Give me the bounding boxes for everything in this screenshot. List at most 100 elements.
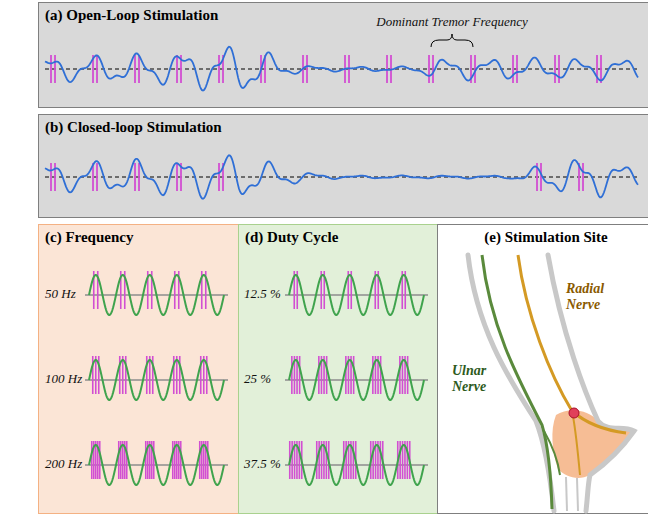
panel-frequency: (c) Frequency 50 Hz 100 Hz 200 Hz (38, 224, 242, 514)
stimulation-pulse (203, 356, 205, 394)
stimulation-pulse (153, 441, 155, 479)
stimulation-pulse (199, 441, 201, 479)
stimulation-pulse (54, 55, 56, 83)
stimulation-pulse (318, 441, 320, 479)
stimulation-pulse (95, 441, 97, 479)
finger-line (566, 477, 567, 511)
stimulation-pulse (306, 55, 308, 83)
stimulation-pulse (428, 55, 430, 83)
arm-outline (548, 255, 634, 511)
stimulation-pulse (126, 441, 128, 479)
panel-closed-loop: (b) Closed-loop Stimulation (38, 114, 648, 218)
frequency-label: 100 Hz (45, 371, 82, 386)
stimulation-pulse (407, 441, 409, 479)
duty-cycle-label: 25 % (244, 371, 271, 386)
carrier-wave (89, 360, 224, 400)
frequency-label: 50 Hz (45, 286, 76, 301)
stimulation-pulse (512, 55, 514, 83)
stimulation-pulse (50, 163, 52, 191)
radial-nerve (518, 255, 626, 433)
stimulation-pulse (207, 441, 209, 479)
finger-line (577, 478, 578, 511)
panel-heading: (b) Closed-loop Stimulation (39, 115, 648, 136)
duty-cycle-label: 37.5 % (244, 456, 281, 471)
carrier-wave (289, 275, 424, 315)
stimulation-pulse (432, 55, 434, 83)
ulnar-nerve (544, 431, 560, 475)
stimulation-pulse (176, 163, 178, 191)
stimulation-pulse (372, 441, 374, 479)
carrier-wave (289, 445, 424, 485)
stimulation-pulse (203, 441, 205, 479)
panel-stimulation-site: (e) Stimulation SiteUlnar Nerve Radial Ne… (437, 224, 648, 514)
stimulation-pulse (291, 441, 293, 479)
stimulation-pulse (345, 441, 347, 479)
nerve-label: Ulnar Nerve (452, 363, 502, 395)
stimulation-pulse (118, 441, 120, 479)
stimulation-pulse (99, 441, 101, 479)
stimulation-pulse (149, 441, 151, 479)
frequency-label: 200 Hz (45, 456, 82, 471)
carrier-wave (289, 360, 424, 400)
stimulation-pulse (326, 441, 328, 479)
stimulation-pulse (600, 55, 602, 83)
stimulation-pulse (353, 441, 355, 479)
stimulation-pulse (291, 356, 293, 394)
stimulation-pulse (345, 356, 347, 394)
stimulation-pulse (299, 441, 301, 479)
stimulation-pulse (554, 55, 556, 83)
panel-heading: (d) Duty Cycle (239, 225, 440, 246)
stimulation-pulse (318, 356, 320, 394)
stimulation-pulse (372, 356, 374, 394)
stimulation-pulse (399, 356, 401, 394)
stimulation-pulse (218, 163, 220, 191)
stimulation-pulse (558, 55, 560, 83)
panel-heading: (a) Open-Loop Stimulation (39, 3, 648, 24)
stimulation-pulse (326, 356, 328, 394)
nerve-label: Radial Nerve (566, 281, 626, 313)
bracket (431, 34, 473, 47)
stimulation-pulse (407, 356, 409, 394)
stimulation-pulse (516, 55, 518, 83)
panel-duty-cycle: (d) Duty Cycle 12.5 % 25 % 37.5 % (238, 224, 441, 514)
stimulation-pulse (149, 356, 151, 394)
radial-nerve (572, 411, 580, 475)
stimulation-pulse (138, 55, 140, 83)
stimulation-pulse (96, 55, 98, 83)
stimulation-pulse (122, 356, 124, 394)
stimulation-pulse (138, 163, 140, 191)
stimulation-pulse (134, 163, 136, 191)
tremor-signal (45, 155, 638, 198)
stimulation-pulse (180, 441, 182, 479)
panel-open-loop: (a) Open-Loop StimulationDominant Tremor… (38, 2, 648, 108)
ulnar-nerve (482, 255, 552, 509)
stimulation-pulse (582, 163, 584, 191)
stimulation-pulse (145, 441, 147, 479)
electrode-site (569, 408, 579, 418)
stimulation-pulse (353, 356, 355, 394)
duty-cycle-label: 12.5 % (244, 286, 281, 301)
panel-heading: (c) Frequency (39, 225, 241, 246)
panel-heading: (e) Stimulation Site (438, 225, 648, 246)
carrier-wave (89, 275, 224, 315)
stimulation-pulse (176, 356, 178, 394)
stimulation-pulse (176, 441, 178, 479)
stimulation-pulse (134, 55, 136, 83)
stimulation-pulse (96, 163, 98, 191)
tremor-signal (45, 47, 638, 91)
stimulation-pulse (122, 441, 124, 479)
stimulation-pulse (218, 55, 220, 83)
stimulation-pulse (50, 55, 52, 83)
stimulation-pulse (399, 441, 401, 479)
stimulation-pulse (91, 441, 93, 479)
carrier-wave (89, 445, 224, 485)
stimulation-pulse (380, 441, 382, 479)
stimulation-pulse (95, 356, 97, 394)
annotation-label: Dominant Tremor Frequency (376, 14, 527, 29)
stimulation-pulse (380, 356, 382, 394)
stimulation-pulse (54, 163, 56, 191)
stimulation-pulse (299, 356, 301, 394)
stimulation-pulse (172, 441, 174, 479)
stimulation-pulse (176, 55, 178, 83)
